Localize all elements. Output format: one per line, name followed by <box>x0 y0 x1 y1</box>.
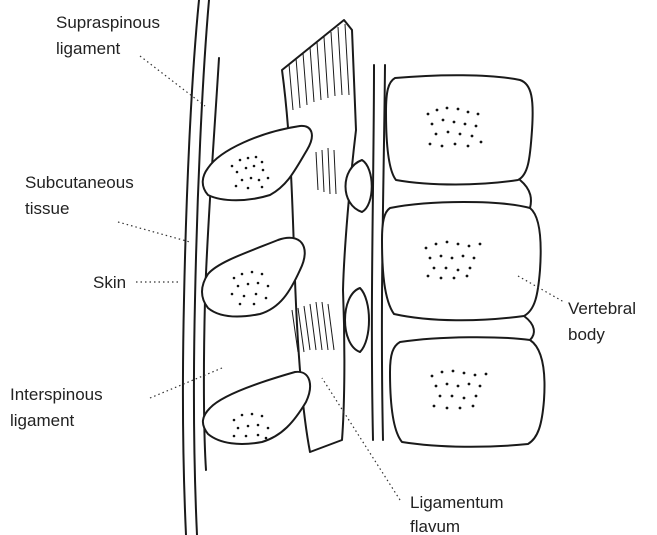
vertebral-bodies <box>382 75 544 447</box>
vertebral-body-2 <box>382 202 541 320</box>
vertebral-body-1 <box>386 75 533 184</box>
skin-layers <box>183 0 219 535</box>
vertebral-label-line1: Vertebral <box>568 299 636 318</box>
interspinous-label-line2: ligament <box>10 411 75 430</box>
disc-line-2 <box>524 316 534 340</box>
interspinous-leader <box>150 368 222 398</box>
interspinous-label-line1: Interspinous <box>10 385 103 404</box>
posterior-longitudinal-line-1 <box>372 65 374 440</box>
ligamentum-label-line1: Ligamentum <box>410 493 504 512</box>
supraspinous-label-line1: Supraspinous <box>56 13 160 32</box>
facet-bump-2 <box>345 288 369 352</box>
disc-line-1 <box>520 180 531 208</box>
vertebral-body-3 <box>390 337 544 447</box>
spinous-process-3 <box>203 372 310 444</box>
supraspinous-label-line2: ligament <box>56 39 121 58</box>
subcutaneous-label-line1: Subcutaneous <box>25 173 134 192</box>
skin-label: Skin <box>93 273 126 292</box>
ligamentum-label-line2: flavum <box>410 517 460 535</box>
subcutaneous-label-line2: tissue <box>25 199 69 218</box>
subcutaneous-leader <box>118 222 190 242</box>
vertebral-label-line2: body <box>568 325 605 344</box>
supraspinous-leader <box>140 56 205 106</box>
